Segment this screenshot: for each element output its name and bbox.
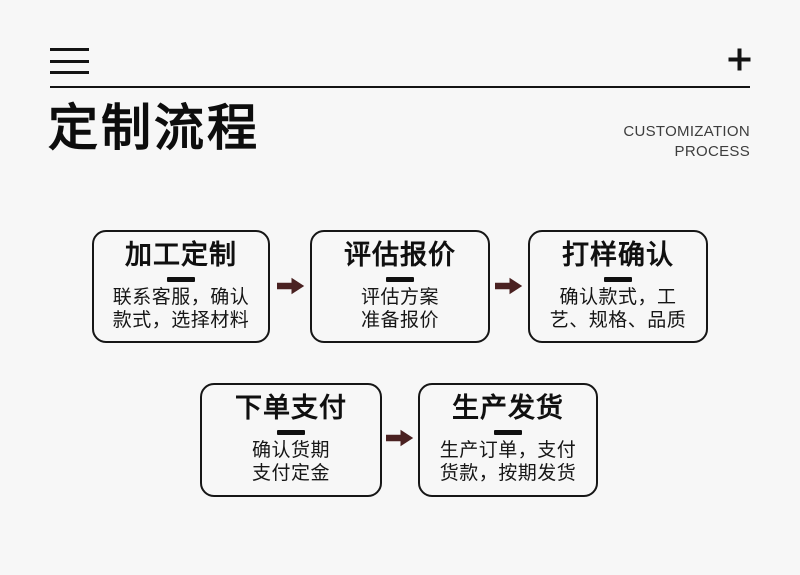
hamburger-icon[interactable] bbox=[50, 48, 89, 74]
step-description: 评估方案 准备报价 bbox=[360, 287, 439, 331]
step-description: 联系客服，确认 款式，选择材料 bbox=[112, 287, 250, 331]
page-subtitle-line1: CUSTOMIZATION bbox=[623, 123, 750, 140]
step-card-evaluate-quote: 评估报价 评估方案 准备报价 bbox=[310, 230, 490, 343]
step-card-sample-confirmation: 打样确认 确认款式，工 艺、规格、品质 bbox=[528, 230, 708, 343]
step-title: 打样确认 bbox=[562, 240, 674, 270]
step-description: 生产订单，支付 货款，按期发货 bbox=[439, 440, 577, 484]
step-description: 确认货期 支付定金 bbox=[251, 440, 330, 484]
step-card-order-payment: 下单支付 确认货期 支付定金 bbox=[200, 383, 382, 497]
step-divider bbox=[604, 277, 632, 282]
arrow-right-icon bbox=[386, 429, 414, 447]
arrow-right-icon bbox=[495, 277, 523, 295]
step-divider bbox=[277, 430, 305, 435]
step-description: 确认款式，工 艺、规格、品质 bbox=[549, 287, 687, 331]
plus-icon[interactable] bbox=[727, 47, 752, 72]
header-divider bbox=[50, 86, 750, 88]
step-card-processing-customization: 加工定制 联系客服，确认 款式，选择材料 bbox=[92, 230, 270, 343]
step-divider bbox=[494, 430, 522, 435]
hamburger-bar bbox=[50, 71, 89, 74]
hamburger-bar bbox=[50, 48, 89, 51]
step-title: 加工定制 bbox=[125, 240, 237, 270]
arrow-right-icon bbox=[277, 277, 305, 295]
step-divider bbox=[167, 277, 195, 282]
step-title: 下单支付 bbox=[235, 393, 347, 423]
step-divider bbox=[386, 277, 414, 282]
hamburger-bar bbox=[50, 59, 89, 63]
step-title: 评估报价 bbox=[344, 240, 456, 270]
step-card-production-shipping: 生产发货 生产订单，支付 货款，按期发货 bbox=[418, 383, 598, 497]
page-subtitle-line2: PROCESS bbox=[674, 143, 750, 160]
page-title: 定制流程 bbox=[48, 100, 260, 156]
step-title: 生产发货 bbox=[452, 393, 564, 423]
page-subtitle: CUSTOMIZATION PROCESS bbox=[623, 122, 750, 162]
